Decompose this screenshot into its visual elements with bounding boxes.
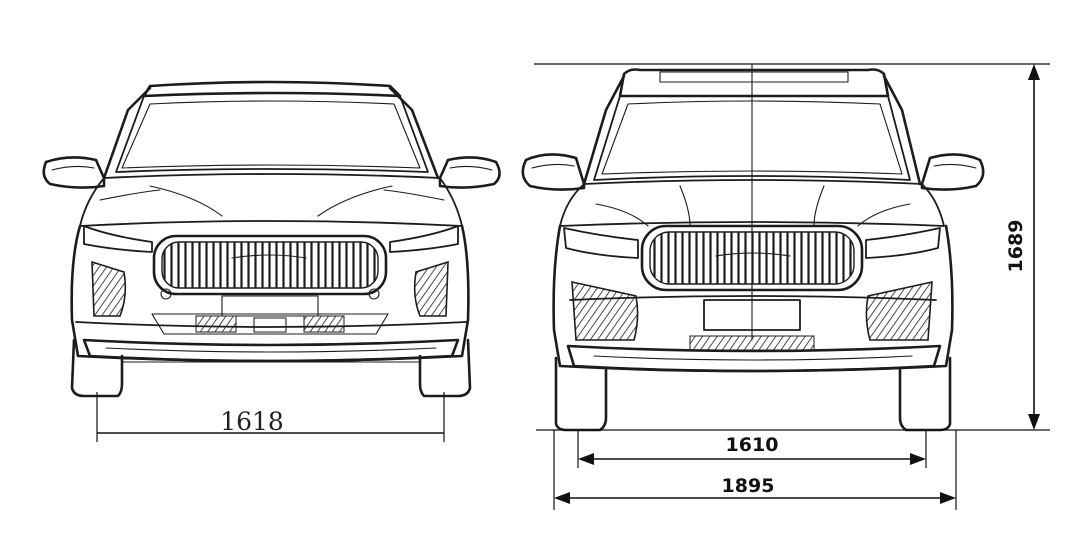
front-track-dimension: 1618 bbox=[96, 392, 445, 442]
overall-height-dimension: 1689 bbox=[534, 63, 1050, 431]
front-view-car bbox=[42, 80, 501, 398]
rear-view-car bbox=[521, 63, 985, 432]
rear-track-label: 1610 bbox=[726, 434, 779, 456]
rear-track-dimension: 1610 bbox=[577, 430, 927, 468]
overall-width-dimension: 1895 bbox=[553, 430, 957, 510]
overall-height-label: 1689 bbox=[1005, 220, 1027, 273]
overall-width-label: 1895 bbox=[722, 475, 775, 497]
front-track-label: 1618 bbox=[220, 407, 284, 436]
